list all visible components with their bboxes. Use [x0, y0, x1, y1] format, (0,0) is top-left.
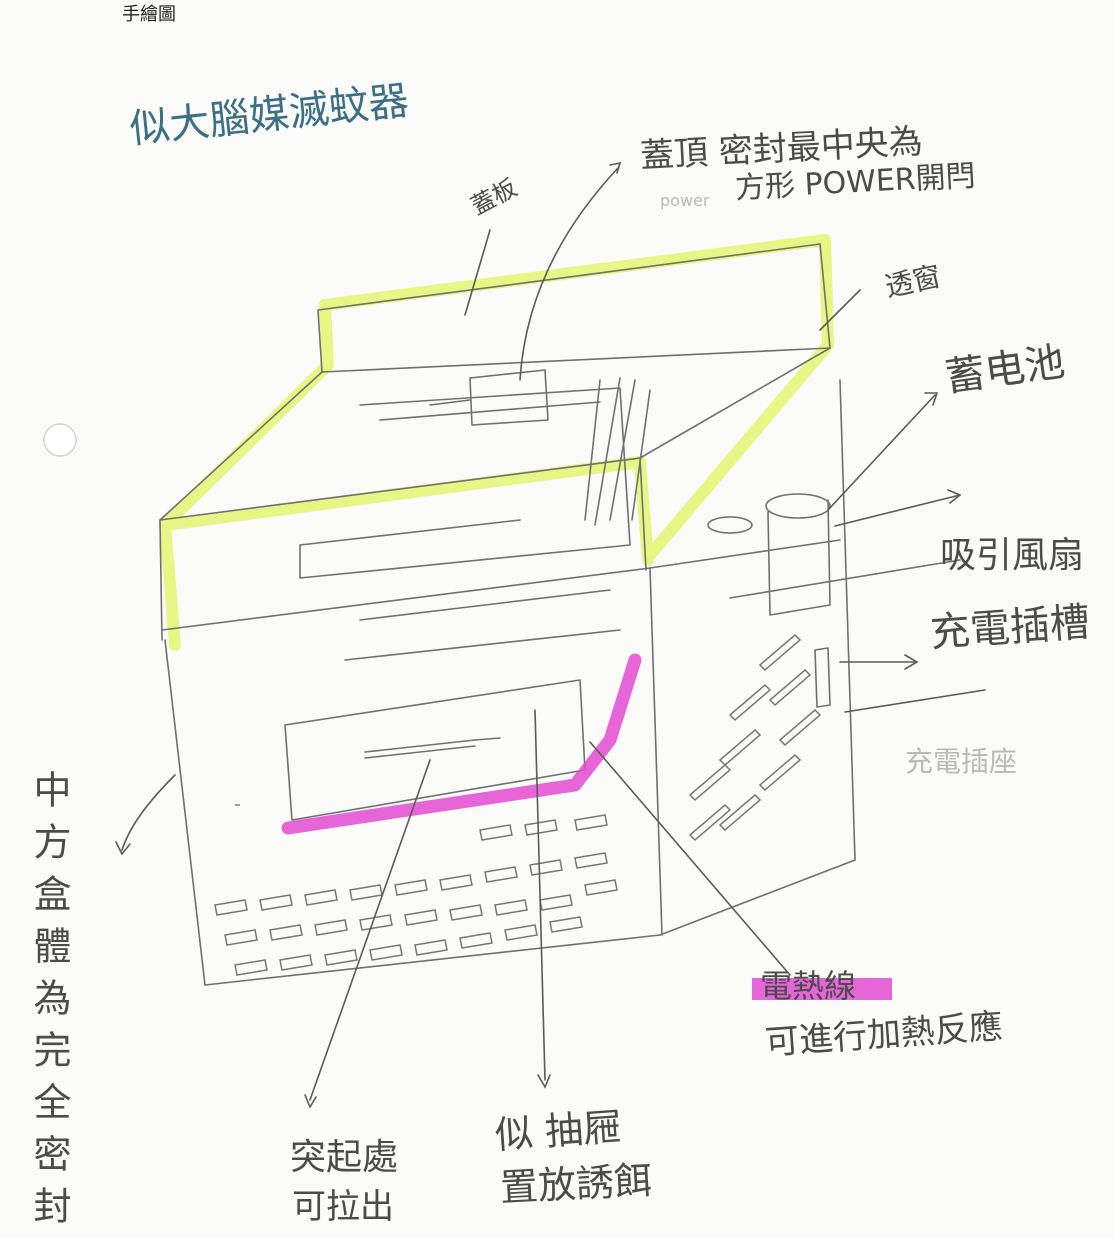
label-bottom-left-2: 可拉出 [292, 1187, 394, 1227]
page-caption: 手繪圖 [122, 4, 176, 25]
label-suction-fan: 吸引風扇 [940, 535, 1085, 576]
side-vents [688, 633, 822, 842]
device-outline [159, 243, 961, 986]
label-bottom-right-1: 似 抽屜 [493, 1104, 623, 1158]
label-bottom-left-1: 突起處 [290, 1137, 399, 1178]
label-bottom-right-2: 置放誘餌 [498, 1158, 654, 1210]
label-left-vertical: 中方盒體為完全密封 [27, 770, 71, 1238]
heating-wire-highlight [281, 653, 642, 835]
label-charge-slot-faint: 充電插座 [905, 745, 1018, 778]
label-heating-wire: 電熱線 [760, 967, 857, 1005]
lid-highlight [159, 234, 834, 651]
label-charge-slot: 充電插槽 [928, 599, 1092, 657]
leader-lines [115, 161, 986, 1109]
front-vents [214, 804, 618, 976]
label-faint-power: power [660, 191, 710, 210]
punch-hole [43, 423, 77, 457]
legend-swatch-magenta [752, 978, 892, 1000]
